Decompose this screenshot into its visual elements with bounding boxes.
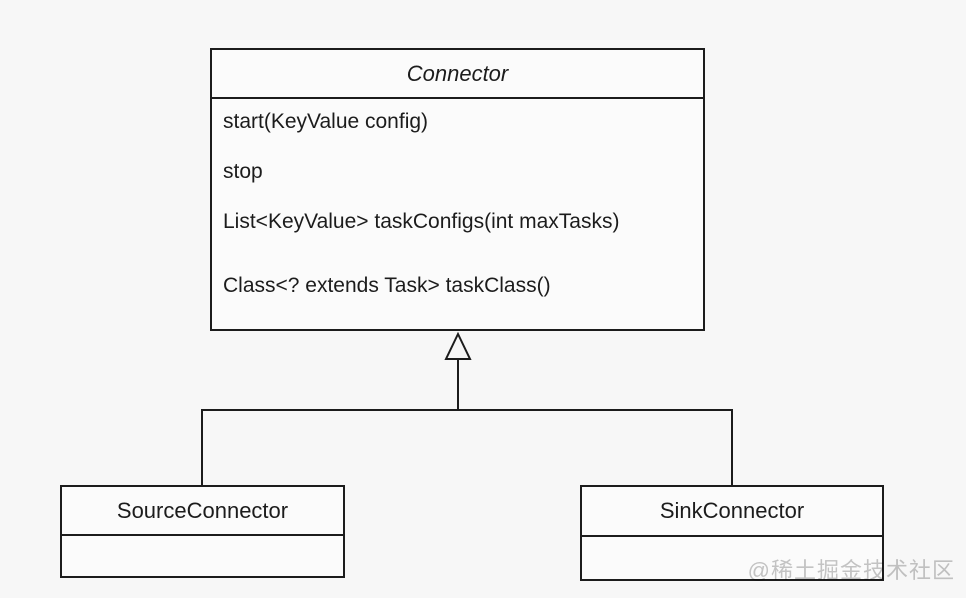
sourceconnector-empty-compartment [62,536,343,576]
method-start: start(KeyValue config) [223,110,429,133]
inheritance-triangle-icon [444,331,472,360]
class-name-sinkconnector: SinkConnector [582,487,882,537]
method-taskconfigs: List<KeyValue> taskConfigs(int maxTasks) [223,210,620,233]
class-name-connector: Connector [212,50,703,99]
watermark: @稀土掘金技术社区 [747,558,955,583]
class-name-sourceconnector: SourceConnector [62,487,343,536]
class-box-sinkconnector: SinkConnector [580,485,884,581]
class-box-sourceconnector: SourceConnector [60,485,345,578]
method-taskclass: Class<? extends Task> taskClass() [223,274,551,297]
connector-methods-compartment: start(KeyValue config) stop List<KeyValu… [212,99,703,329]
class-box-connector: Connector start(KeyValue config) stop Li… [210,48,705,331]
method-stop: stop [223,160,263,183]
